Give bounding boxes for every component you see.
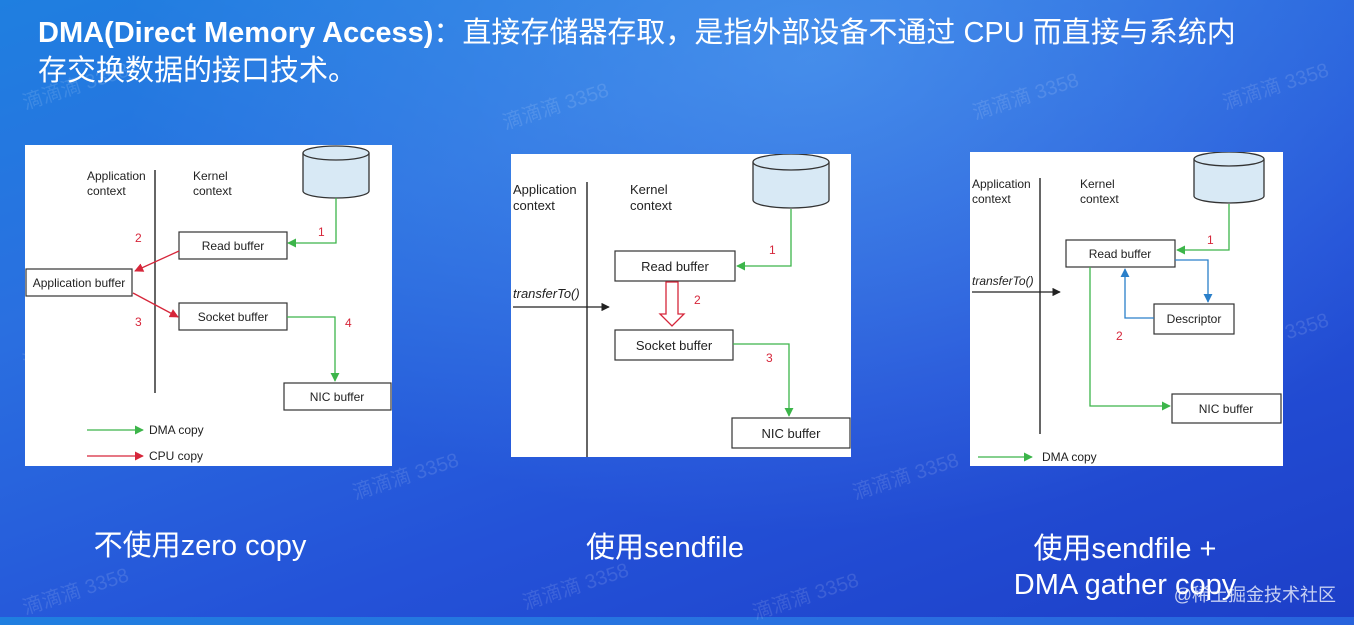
nic-buffer-label: NIC buffer xyxy=(310,390,364,404)
descriptor-arrow xyxy=(1175,259,1213,303)
app-context-label: Application xyxy=(87,169,146,183)
read-buffer-label: Read buffer xyxy=(1089,247,1152,261)
disk-icon xyxy=(302,145,370,199)
socket-buffer-label: Socket buffer xyxy=(198,310,269,324)
socket-buffer-box xyxy=(614,329,734,361)
legend-cpu-label: CPU copy xyxy=(149,449,203,463)
dma-arrow xyxy=(1089,267,1171,411)
kernel-context-label: Kernel xyxy=(630,182,668,197)
read-buffer-box xyxy=(178,231,288,260)
caption-sendfile: 使用sendfile xyxy=(586,532,744,564)
step-number: 1 xyxy=(1207,233,1214,247)
dma-arrow xyxy=(736,209,792,271)
kernel-context-label: context xyxy=(1080,192,1119,206)
app-context-label: Application xyxy=(972,177,1031,191)
disk-icon xyxy=(752,154,830,209)
step-number: 2 xyxy=(1116,329,1123,343)
kernel-context-label: Kernel xyxy=(1080,177,1115,191)
nic-buffer-box xyxy=(1171,393,1282,424)
page-title: DMA(Direct Memory Access)：直接存储器存取，是指外部设备… xyxy=(38,14,1258,90)
nic-buffer-label: NIC buffer xyxy=(761,426,821,441)
legend-dma-label: DMA copy xyxy=(149,423,204,437)
step-number: 4 xyxy=(345,316,352,330)
dma-arrow xyxy=(287,198,337,248)
socket-buffer-label: Socket buffer xyxy=(636,338,713,353)
application-buffer-box xyxy=(25,268,133,297)
dma-arrow xyxy=(733,343,794,417)
diagram-sendfile-gather: Application context Kernel context trans… xyxy=(970,152,1283,466)
diagram-sendfile: Application context Kernel context trans… xyxy=(511,154,851,457)
step-number: 2 xyxy=(135,231,142,245)
kernel-context-label: context xyxy=(193,184,232,198)
nic-buffer-box xyxy=(731,417,851,449)
caption-sendfile-gather-line2: DMA gather copy xyxy=(1013,569,1237,601)
application-buffer-label: Application buffer xyxy=(33,276,126,290)
app-context-label: context xyxy=(972,192,1011,206)
read-buffer-box xyxy=(1065,239,1176,268)
dma-arrow xyxy=(1176,204,1230,255)
read-buffer-label: Read buffer xyxy=(202,239,265,253)
transferto-call-label: transferTo() xyxy=(972,274,1034,288)
read-buffer-box xyxy=(614,250,736,282)
kernel-context-label: context xyxy=(630,198,672,213)
step-number: 1 xyxy=(769,243,776,257)
kernel-context-label: Kernel xyxy=(193,169,228,183)
socket-buffer-box xyxy=(178,302,288,331)
nic-buffer-label: NIC buffer xyxy=(1199,402,1253,416)
caption-no-zero-copy: 不使用zero copy xyxy=(93,530,307,562)
transferto-call-label: transferTo() xyxy=(513,286,580,301)
disk-icon xyxy=(1193,152,1265,204)
cpu-copy-arrow xyxy=(658,281,686,327)
step-number: 2 xyxy=(694,293,701,307)
page-title-term: DMA(Direct Memory Access) xyxy=(38,17,434,49)
dma-arrow xyxy=(287,316,340,382)
descriptor-label: Descriptor xyxy=(1167,312,1222,326)
cpu-arrow xyxy=(134,250,180,272)
diagram-no-zero-copy: Application context Kernel context Read … xyxy=(25,145,392,466)
caption-sendfile-gather-line1: 使用sendfile + xyxy=(1033,533,1217,565)
app-context-label: Application xyxy=(513,182,577,197)
app-context-label: context xyxy=(87,184,126,198)
cpu-arrow xyxy=(132,292,179,318)
read-buffer-label: Read buffer xyxy=(641,259,709,274)
step-number: 3 xyxy=(135,315,142,329)
page-title-definition: ：直接存储器存取，是指外部设备不通过 CPU 而直接与系统内存交换数据的接口技术… xyxy=(38,17,1236,87)
app-context-label: context xyxy=(513,198,555,213)
step-number: 3 xyxy=(766,351,773,365)
descriptor-box xyxy=(1153,303,1235,335)
source-credit: @稀土掘金技术社区 xyxy=(1173,585,1336,605)
descriptor-arrow xyxy=(1120,268,1154,319)
nic-buffer-box xyxy=(283,382,392,411)
step-number: 1 xyxy=(318,225,325,239)
legend-dma-label: DMA copy xyxy=(1042,450,1097,464)
